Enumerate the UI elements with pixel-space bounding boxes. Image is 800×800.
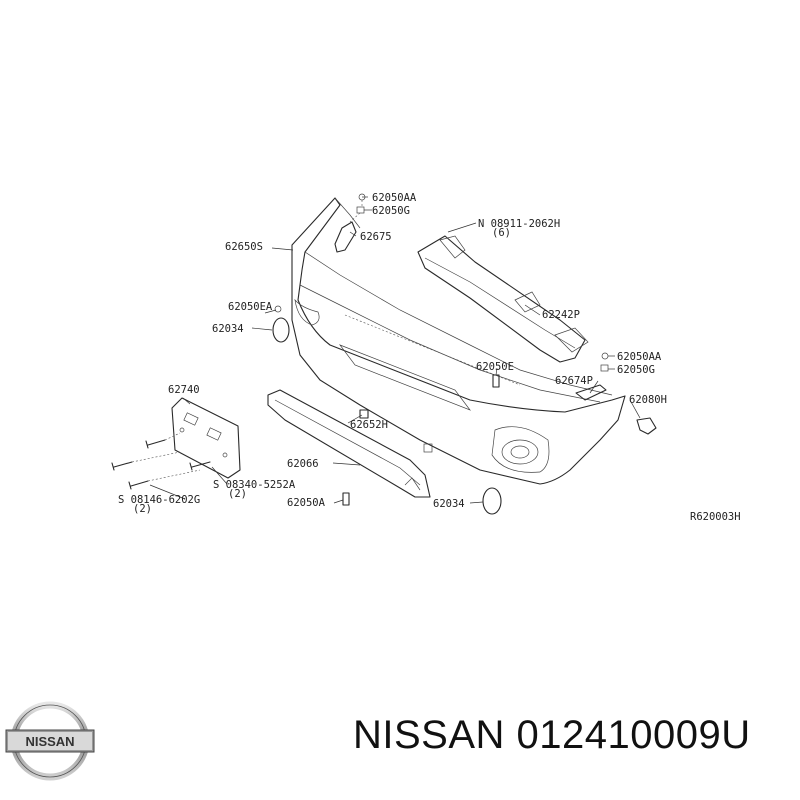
label-reference-code: R620003H [690, 511, 741, 523]
label-62050G-top: 62050G [372, 205, 410, 217]
license-bracket-shape [171, 397, 241, 479]
part-number-caption: NISSAN 012410009U [353, 713, 751, 757]
label-62050AA-top: 62050AA [372, 192, 417, 204]
side-bracket-shape [334, 193, 366, 253]
label-62652H: 62652H [350, 419, 388, 431]
label-62674P: 62674P [555, 375, 593, 387]
label-62050G-right: 62050G [617, 364, 655, 376]
label-08146-qty: (2) [133, 503, 152, 515]
leader-lines [149, 196, 641, 504]
bumper-fascia-shape [291, 197, 626, 485]
lower-garnish-shape [267, 389, 431, 498]
label-08340: S 08340-5252A [213, 479, 296, 491]
label-62740: 62740 [168, 384, 200, 396]
label-62034-bottom: 62034 [433, 498, 465, 510]
label-62050EA: 62050EA [228, 301, 273, 313]
tow-hook-cover-bottom [482, 487, 502, 515]
nissan-logo-text: NISSAN [25, 734, 74, 749]
label-62242P: 62242P [542, 309, 580, 321]
label-62080H: 62080H [629, 394, 667, 406]
label-08911: N 08911-2062H [478, 218, 560, 230]
label-62050AA-right: 62050AA [617, 351, 662, 363]
label-62650S: 62650S [225, 241, 263, 253]
nissan-logo: NISSAN [5, 701, 95, 781]
label-62066: 62066 [287, 458, 319, 470]
tow-hook-cover-left [272, 317, 290, 343]
label-08911-qty: (6) [492, 227, 511, 239]
label-08340-qty: (2) [228, 488, 247, 500]
label-62050A: 62050A [287, 497, 326, 509]
label-08146: S 08146-6202G [118, 494, 200, 506]
screws-shape [111, 432, 211, 490]
reinforcement-bar-shape [417, 235, 589, 363]
label-62034-left: 62034 [212, 323, 244, 335]
label-62675: 62675 [360, 231, 392, 243]
label-62050E: 62050E [476, 361, 514, 373]
